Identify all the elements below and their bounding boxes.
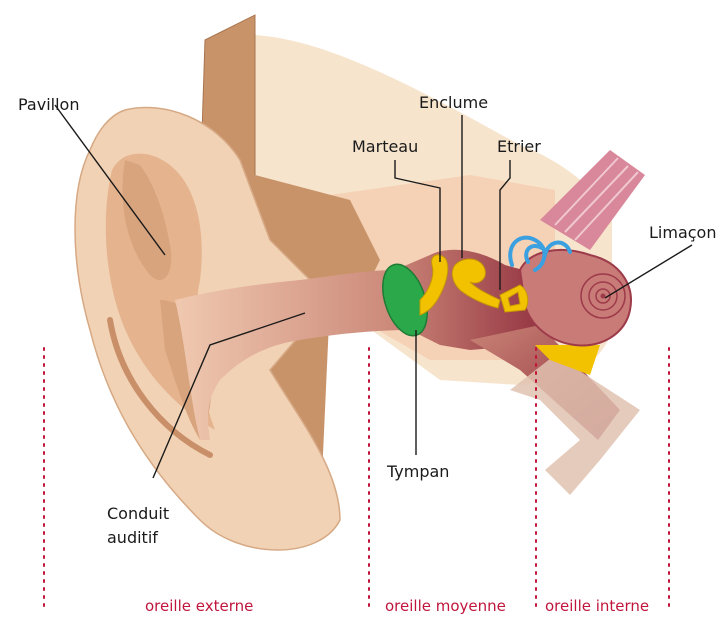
section-oreille-interne: oreille interne	[545, 597, 649, 615]
section-oreille-externe: oreille externe	[145, 597, 253, 615]
label-limacon: Limaçon	[649, 223, 716, 242]
label-enclume: Enclume	[419, 93, 488, 112]
label-conduit-line2: auditif	[107, 528, 158, 547]
label-conduit-line1: Conduit	[107, 504, 169, 523]
label-tympan: Tympan	[386, 462, 449, 481]
label-pavillon: Pavillon	[18, 95, 79, 114]
tube-casing	[510, 355, 640, 495]
label-etrier: Etrier	[497, 137, 541, 156]
label-marteau: Marteau	[352, 137, 418, 156]
section-oreille-moyenne: oreille moyenne	[385, 597, 506, 615]
